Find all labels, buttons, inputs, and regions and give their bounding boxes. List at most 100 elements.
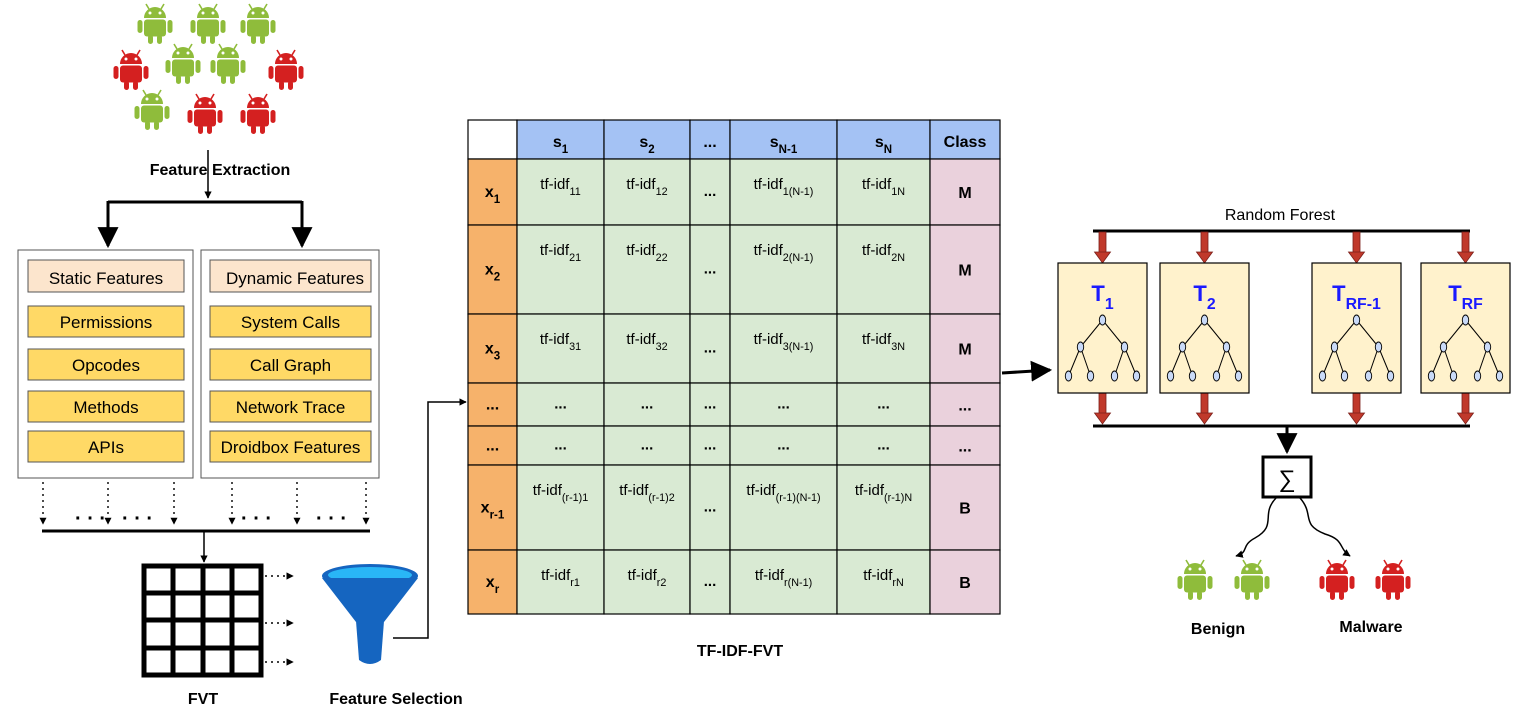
table-row-label: x3: [485, 341, 500, 363]
table-cell-value: tf-idf3N: [862, 331, 905, 353]
static-feature-item-label: Permissions: [60, 313, 153, 332]
table-cell-value: ...: [704, 183, 717, 200]
random-forest: T1 T2 TRF-1 TRF: [1057, 229, 1511, 428]
ellipsis-4: · · ·: [316, 508, 347, 530]
table-to-forest-arrow: [1001, 360, 1053, 382]
table-cell: [836, 382, 931, 427]
decision-tree: TRF: [1420, 231, 1511, 425]
table-cell: [729, 382, 838, 427]
static-feature-item-box: [27, 390, 185, 423]
random-forest-label: Random Forest: [1225, 207, 1336, 224]
table-cell-value: ...: [777, 437, 790, 454]
static-feature-item-label: APIs: [88, 438, 124, 457]
table-class-cell: [929, 158, 1001, 226]
table-cell-value: ...: [704, 340, 717, 357]
table-header-label: sN: [875, 134, 892, 156]
table-cell-value: tf-idf1(N-1): [754, 176, 814, 198]
table-header-label: Class: [944, 134, 987, 151]
table-class-cell: [929, 382, 1001, 427]
table-class-value: B: [959, 501, 971, 518]
table-cell-value: ...: [877, 396, 890, 413]
decision-tree: TRF-1: [1311, 231, 1402, 425]
android-benign-icon: [1234, 559, 1270, 600]
table-cell-value: tf-idf11: [540, 176, 580, 198]
table-header-cell: [836, 119, 931, 160]
table-cell-value: tf-idfr1: [541, 567, 580, 589]
table-cell: [836, 313, 931, 384]
dynamic-feature-item-label: Call Graph: [250, 356, 331, 375]
table-row-label: ...: [486, 397, 499, 414]
table-row-label: ...: [486, 438, 499, 455]
table-cell: [689, 464, 731, 551]
table-cell-value: ...: [554, 396, 567, 413]
table-cell-value: tf-idfr2: [628, 567, 667, 589]
table-cell: [603, 382, 691, 427]
table-cell: [689, 549, 731, 615]
decision-tree: T2: [1159, 231, 1250, 425]
table-cell: [836, 158, 931, 226]
table-class-value: ...: [958, 439, 971, 456]
table-cell-value: tf-idfrN: [863, 567, 904, 589]
table-cell: [689, 224, 731, 315]
ellipsis-1: · · ·: [75, 508, 106, 530]
sum-symbol: ∑: [1278, 466, 1295, 493]
table-cell-value: ...: [554, 437, 567, 454]
android-benign-icon: [134, 89, 170, 130]
tree-label: T2: [1193, 281, 1215, 313]
static-feature-item-box: [27, 430, 185, 463]
table-class-cell: [929, 224, 1001, 315]
table-cell: [603, 464, 691, 551]
table-cell-value: ...: [641, 437, 654, 454]
static-features-title: Static Features: [49, 269, 163, 288]
table-row-label: x2: [485, 262, 500, 284]
tfidf-table-caption: TF-IDF-FVT: [697, 643, 783, 660]
table-header-cell: [603, 119, 691, 160]
table-cell: [603, 425, 691, 466]
table-class-value: ...: [958, 398, 971, 415]
android-benign-icon: [137, 3, 173, 44]
table-cell-value: tf-idf1N: [862, 176, 905, 198]
table-cell: [836, 464, 931, 551]
table-cell-value: ...: [704, 261, 717, 278]
table-cell: [729, 464, 838, 551]
table-cell-value: tf-idf31: [540, 331, 581, 353]
dynamic-feature-item-box: [209, 390, 372, 423]
table-class-value: B: [959, 575, 971, 592]
table-cell-value: tf-idf(r-1)1: [533, 482, 589, 504]
malware-label: Malware: [1339, 619, 1402, 636]
table-cell: [603, 313, 691, 384]
table-cell: [516, 464, 605, 551]
dynamic-feature-item-label: System Calls: [241, 313, 340, 332]
table-class-cell: [929, 425, 1001, 466]
android-benign-icon: [210, 43, 246, 84]
feature-selection-label: Feature Selection: [329, 691, 462, 708]
table-cell: [836, 224, 931, 315]
android-benign-icon: [165, 43, 201, 84]
table-row-header: [467, 549, 518, 615]
table-class-cell: [929, 313, 1001, 384]
table-cell-value: tf-idfr(N-1): [755, 567, 812, 589]
feature-dotted-arrows: [39, 482, 370, 525]
ellipsis-3: · · ·: [241, 508, 272, 530]
table-cell-value: ...: [877, 437, 890, 454]
static-feature-item-label: Methods: [73, 398, 138, 417]
decision-tree: T1: [1057, 231, 1148, 425]
table-cell: [603, 224, 691, 315]
table-cell-value: ...: [704, 499, 717, 516]
output-icons: [1177, 559, 1411, 600]
table-cell: [516, 158, 605, 226]
extraction-connectors: [97, 150, 313, 249]
static-feature-item-box: [27, 348, 185, 381]
selection-to-table-arrow: [393, 398, 467, 639]
table-cell: [729, 425, 838, 466]
android-apps-group: [113, 3, 304, 134]
table-class-cell: [929, 549, 1001, 615]
table-cell: [516, 425, 605, 466]
dynamic-features-title-box: [209, 259, 372, 293]
tree-label: TRF-1: [1332, 281, 1381, 313]
table-class-value: M: [958, 185, 971, 202]
dynamic-feature-item-box: [209, 430, 372, 463]
table-cell-value: tf-idf21: [540, 242, 581, 264]
